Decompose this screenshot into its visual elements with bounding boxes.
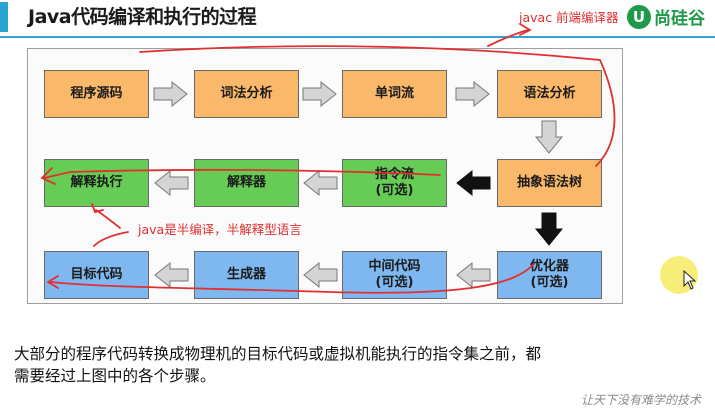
node-target-code: 目标代码 <box>44 251 149 299</box>
title-accent-bar <box>0 2 8 32</box>
title-divider <box>0 36 715 38</box>
description-line-1: 大部分的程序代码转换成物理机的目标代码或虚拟机能执行的指令集之前，都 <box>14 345 542 363</box>
logo-icon: U <box>627 4 651 29</box>
description-line-2: 需要经过上图中的各个步骤。 <box>14 367 216 386</box>
arrow-left-icon <box>154 169 189 197</box>
watermark: 让天下没有难学的技术 <box>580 393 701 407</box>
brand-logo: U 尚硅谷 <box>627 4 705 29</box>
node-interpreter: 解释器 <box>194 159 299 207</box>
node-optimizer: 优化器 (可选) <box>497 251 602 299</box>
arrow-left-icon <box>154 261 189 289</box>
node-source-code: 程序源码 <box>44 70 149 118</box>
node-token-stream: 单词流 <box>342 70 447 118</box>
arrow-left-icon <box>456 261 491 289</box>
arrow-left-icon <box>303 261 338 289</box>
node-interpret-execute: 解释执行 <box>44 159 149 207</box>
node-generator: 生成器 <box>194 251 299 299</box>
annotation-semi-compiled: java是半编译，半解释型语言 <box>138 222 302 237</box>
annotation-frontend-compiler: javac 前端编译器 <box>519 10 619 25</box>
arrow-down-black-icon <box>534 212 564 246</box>
arrow-right-icon <box>455 80 490 108</box>
arrow-right-icon <box>153 80 188 108</box>
slide-title: Java代码编译和执行的过程 <box>28 6 257 28</box>
node-instruction-stream: 指令流 (可选) <box>342 159 447 207</box>
arrow-left-icon <box>303 169 338 197</box>
arrow-right-icon <box>302 80 337 108</box>
node-abstract-syntax-tree: 抽象语法树 <box>497 159 602 207</box>
arrow-left-black-icon <box>456 169 491 197</box>
node-intermediate-code: 中间代码 (可选) <box>342 251 447 299</box>
arrow-down-icon <box>534 120 564 154</box>
node-lexical-analysis: 词法分析 <box>194 70 299 118</box>
logo-text: 尚硅谷 <box>654 9 705 29</box>
mouse-pointer-icon <box>683 270 697 290</box>
description-text: 大部分的程序代码转换成物理机的目标代码或虚拟机能执行的指令集之前，都 需要经过上… <box>14 343 674 388</box>
node-syntax-analysis: 语法分析 <box>497 70 602 118</box>
